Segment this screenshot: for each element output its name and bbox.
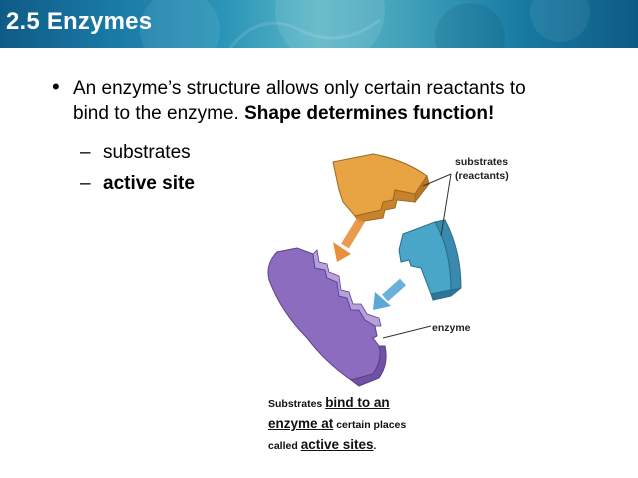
caption-part-7: . <box>373 440 377 452</box>
bullet-text: An enzyme’s structure allows only certai… <box>73 76 613 126</box>
orange-arrow <box>333 217 365 262</box>
bullet-dot: • <box>52 74 60 99</box>
header-texture <box>140 0 590 48</box>
bullet-line-1: An enzyme’s structure allows only certai… <box>73 78 526 99</box>
subbullet-dash: – <box>80 173 91 194</box>
blue-arrow <box>373 278 406 310</box>
enzyme-diagram <box>267 153 462 387</box>
enzyme-label: enzyme <box>432 322 471 334</box>
subbullet-label: active site <box>103 173 195 194</box>
caption-emphasis-2: enzyme at <box>268 416 334 431</box>
caption-part-4: certain places <box>333 419 407 431</box>
page-title: 2.5 Enzymes <box>6 8 153 35</box>
subbullet-dash: – <box>80 142 91 163</box>
caption-part-5: called <box>268 440 301 452</box>
substrates-label: substrates (reactants) <box>455 155 509 183</box>
subbullet-label: substrates <box>103 142 191 163</box>
substrates-label-line-2: (reactants) <box>455 170 509 182</box>
caption-part-1: Substrates <box>268 398 326 410</box>
orange-substrate <box>332 153 430 223</box>
blue-substrate <box>398 219 462 301</box>
title-bar: 2.5 Enzymes <box>0 0 638 48</box>
bullet-emphasis: Shape determines function! <box>244 103 495 124</box>
substrates-label-line-1: substrates <box>455 156 509 168</box>
caption-emphasis-1: bind to an <box>325 395 390 410</box>
caption-emphasis-3: active sites <box>300 437 374 452</box>
leader-lines <box>382 173 452 339</box>
bullet-line-2: bind to the enzyme. <box>73 103 245 124</box>
enzyme-shape <box>267 247 387 387</box>
diagram-caption: Substrates bind to an enzyme at certain p… <box>268 393 468 456</box>
